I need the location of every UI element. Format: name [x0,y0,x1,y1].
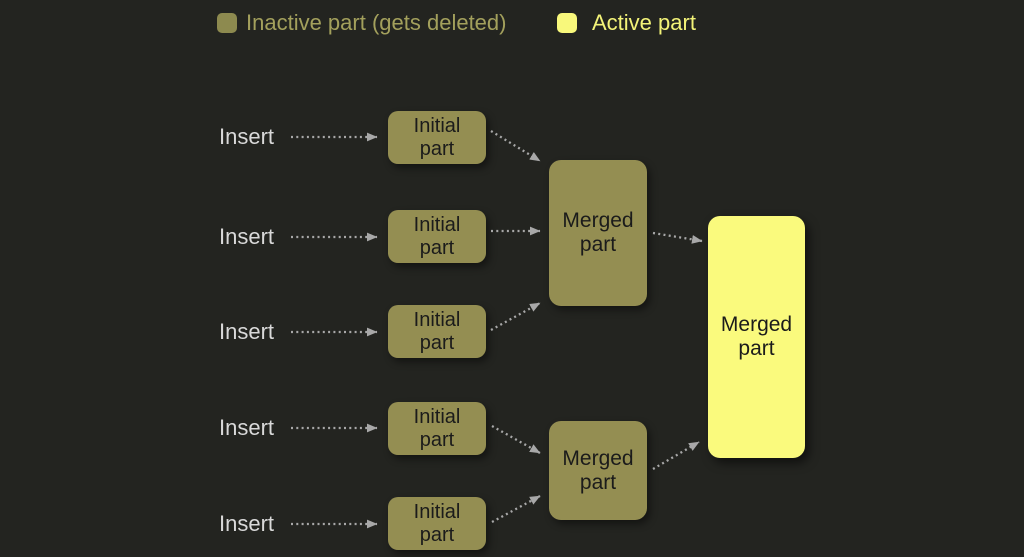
initial-part-3: Initial part [388,305,486,358]
legend-inactive-swatch [217,13,237,33]
arrow-initial3-merged1 [490,301,541,332]
insert-label-1: Insert [219,124,275,149]
arrow-merged1-final [652,231,703,244]
legend-active-swatch [557,13,577,33]
insert-label-4: Insert [219,415,275,440]
insert-label-3: Insert [219,319,275,344]
arrow-merged2-final [652,441,700,470]
arrow-initial5-merged2 [491,494,541,524]
arrow-initial4-merged2 [491,424,541,455]
initial-part-5: Initial part [388,497,486,550]
merged-part-top: Merged part [549,160,647,306]
merged-part-active: Merged part [708,216,805,458]
merged-part-bottom: Merged part [549,421,647,520]
initial-part-2: Initial part [388,210,486,263]
initial-part-1: Initial part [388,111,486,164]
insert-label-2: Insert [219,224,275,249]
legend-inactive-label: Inactive part (gets deleted) [246,10,507,35]
legend-active-label: Active part [592,10,696,35]
insert-label-5: Insert [219,511,275,536]
initial-part-4: Initial part [388,402,486,455]
arrow-initial1-merged1 [490,130,541,162]
